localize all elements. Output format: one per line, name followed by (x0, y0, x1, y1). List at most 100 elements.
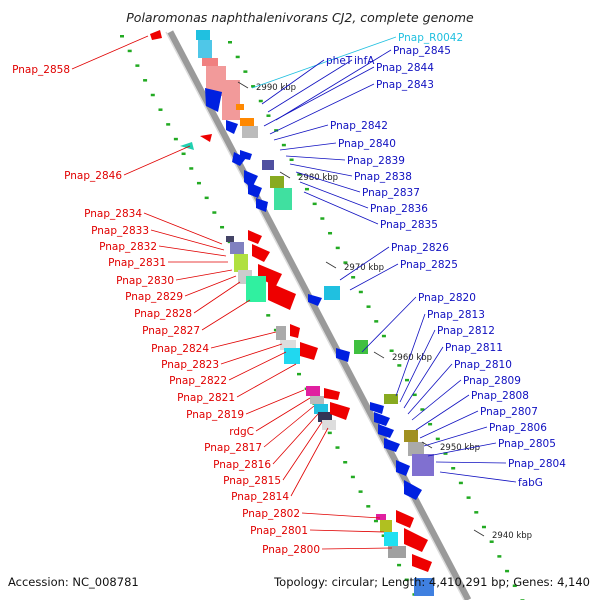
gene-block[interactable] (270, 176, 284, 188)
gene-arrow[interactable] (378, 424, 394, 438)
gene-label[interactable]: Pnap_2827 (142, 325, 200, 337)
gene-arrow[interactable] (396, 460, 410, 476)
gene-label[interactable]: pheT (326, 55, 353, 67)
gene-label[interactable]: Pnap_2816 (213, 459, 271, 471)
gene-label[interactable]: Pnap_2815 (223, 475, 281, 487)
gene-arrow[interactable] (396, 510, 414, 528)
gene-arrow[interactable] (330, 402, 350, 420)
gene-block[interactable] (322, 420, 336, 430)
gene-label[interactable]: Pnap_2810 (454, 359, 512, 371)
gene-block[interactable] (198, 40, 212, 58)
gene-label[interactable]: Pnap_2832 (99, 241, 157, 253)
gene-label[interactable]: Pnap_2842 (330, 120, 388, 132)
gene-block[interactable] (230, 242, 244, 254)
gene-label[interactable]: Pnap_2837 (362, 187, 420, 199)
gene-label[interactable]: Pnap_2801 (250, 525, 308, 537)
gene-label[interactable]: Pnap_2846 (64, 170, 122, 182)
gene-block[interactable] (202, 58, 218, 66)
gene-label[interactable]: Pnap_2845 (393, 45, 451, 57)
gene-arrow[interactable] (256, 198, 268, 212)
gene-arrow[interactable] (150, 30, 162, 40)
gene-label[interactable]: Pnap_2838 (354, 171, 412, 183)
gene-label[interactable]: Pnap_2813 (427, 309, 485, 321)
gene-block[interactable] (196, 30, 210, 40)
gene-label[interactable]: Pnap_2812 (437, 325, 495, 337)
gene-label[interactable]: Pnap_2824 (151, 343, 209, 355)
gene-block[interactable] (310, 396, 324, 404)
gene-block[interactable] (240, 118, 254, 126)
gene-arrow[interactable] (248, 182, 262, 198)
gene-label[interactable]: Pnap_2817 (204, 442, 262, 454)
gene-block[interactable] (226, 236, 234, 242)
gene-arrow[interactable] (205, 88, 222, 112)
gene-arrow[interactable] (374, 412, 390, 426)
gene-label[interactable]: Pnap_2831 (108, 257, 166, 269)
gene-label[interactable]: Pnap_2806 (489, 422, 547, 434)
gene-label[interactable]: Pnap_2814 (231, 491, 289, 503)
gene-label[interactable]: Pnap_2822 (169, 375, 227, 387)
gene-label[interactable]: Pnap_2805 (498, 438, 556, 450)
gene-label[interactable]: Pnap_2807 (480, 406, 538, 418)
gene-block[interactable] (274, 188, 292, 210)
gene-arrow[interactable] (226, 120, 238, 134)
gene-block[interactable] (380, 520, 392, 532)
gene-block[interactable] (284, 348, 300, 364)
gene-block[interactable] (376, 514, 386, 520)
gene-block[interactable] (314, 404, 328, 414)
gene-label[interactable]: Pnap_2811 (445, 342, 503, 354)
gene-block[interactable] (306, 386, 320, 396)
gene-arrow[interactable] (180, 142, 194, 150)
gene-label[interactable]: Pnap_2830 (116, 275, 174, 287)
gene-arrow[interactable] (324, 388, 340, 400)
gene-label[interactable]: Pnap_2839 (347, 155, 405, 167)
gene-label[interactable]: Pnap_2820 (418, 292, 476, 304)
gene-arrow[interactable] (290, 324, 300, 338)
gene-label[interactable]: Pnap_2804 (508, 458, 566, 470)
gene-label[interactable]: Pnap_2844 (376, 62, 434, 74)
gene-block[interactable] (280, 340, 296, 350)
gene-arrow[interactable] (252, 244, 270, 262)
gene-label[interactable]: Pnap_2809 (463, 375, 521, 387)
gene-block[interactable] (262, 160, 274, 170)
gene-block[interactable] (384, 532, 398, 546)
gene-block[interactable] (408, 442, 424, 456)
gene-label[interactable]: Pnap_2840 (338, 138, 396, 150)
gene-block[interactable] (318, 412, 332, 422)
gene-arrow[interactable] (248, 230, 262, 244)
gene-block[interactable] (242, 126, 258, 138)
gene-block[interactable] (414, 578, 434, 596)
gene-block[interactable] (404, 430, 418, 442)
gene-arrow[interactable] (404, 528, 428, 552)
gene-label[interactable]: rdgC (229, 426, 254, 438)
gene-label[interactable]: Pnap_2829 (125, 291, 183, 303)
gene-label[interactable]: Pnap_2826 (391, 242, 449, 254)
gene-arrow[interactable] (412, 554, 432, 572)
gene-arrow[interactable] (370, 402, 384, 414)
gene-label[interactable]: Pnap_2821 (177, 392, 235, 404)
gene-block[interactable] (246, 276, 266, 302)
gene-arrow[interactable] (300, 342, 318, 360)
gene-label[interactable]: Pnap_2836 (370, 203, 428, 215)
gene-label[interactable]: Pnap_2858 (12, 64, 70, 76)
gene-label[interactable]: Pnap_2825 (400, 259, 458, 271)
gene-block[interactable] (388, 546, 406, 558)
gene-label[interactable]: fabG (518, 477, 543, 489)
gene-arrow[interactable] (200, 134, 212, 142)
gene-label[interactable]: Pnap_2819 (186, 409, 244, 421)
gene-block[interactable] (206, 66, 226, 96)
gene-arrow[interactable] (404, 480, 422, 500)
gene-label[interactable]: Pnap_R0042 (398, 32, 463, 44)
gene-arrow[interactable] (232, 152, 246, 166)
gene-arrow[interactable] (384, 438, 400, 452)
gene-label[interactable]: Pnap_2802 (242, 508, 300, 520)
gene-arrow[interactable] (308, 294, 322, 306)
gene-block[interactable] (234, 254, 248, 272)
gene-label[interactable]: Pnap_2843 (376, 79, 434, 91)
gene-arrow[interactable] (336, 348, 350, 362)
gene-block[interactable] (236, 104, 244, 110)
gene-arrow[interactable] (268, 282, 296, 310)
gene-block[interactable] (412, 454, 434, 476)
gene-label[interactable]: Pnap_2835 (380, 219, 438, 231)
gene-block[interactable] (324, 286, 340, 300)
gene-label[interactable]: ihfA (354, 55, 375, 67)
